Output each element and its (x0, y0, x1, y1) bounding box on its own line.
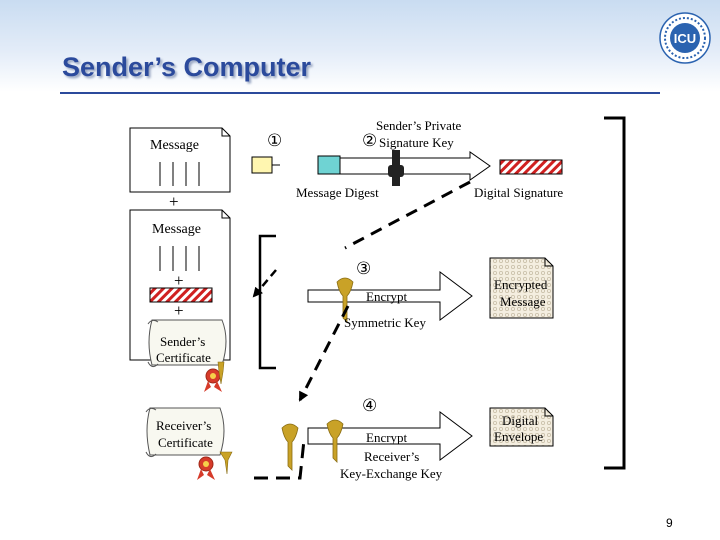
digital-envelope-page (489, 407, 554, 447)
receivers-certificate-label-2: Certificate (158, 435, 213, 450)
right-bracket (604, 116, 626, 470)
dashed-arrow-step4 (298, 305, 350, 402)
plus-sign-1: + (169, 192, 179, 211)
step-1-label: ① (267, 131, 283, 151)
dashed-line-signature (344, 180, 471, 250)
private-key-icon (388, 150, 404, 186)
digital-signature-block (499, 159, 563, 175)
slide-title: Sender’s Computer (62, 52, 312, 82)
arrow-encrypt-1 (307, 271, 473, 321)
logo-text: ICU (674, 31, 696, 46)
symmetric-key-icon-2 (281, 423, 299, 471)
digital-envelope-label-1: Digital (502, 413, 539, 428)
page-number: 9 (666, 516, 673, 530)
senders-certificate-label-2: Certificate (156, 350, 211, 365)
private-key-label-1: Sender’s Private (376, 118, 462, 133)
encrypted-message-page (489, 257, 554, 319)
receivers-key-label-1: Receiver’s (364, 449, 420, 464)
encrypt-label-2: Encrypt (366, 430, 408, 445)
symmetric-key-label: Symmetric Key (344, 315, 426, 330)
private-key-label-2: Signature Key (379, 135, 454, 150)
receivers-key-label-2: Key-Exchange Key (340, 466, 443, 481)
step-3-label: ③ (356, 259, 372, 279)
arrow-encrypt-2 (307, 411, 473, 461)
senders-certificate-scroll (147, 319, 227, 392)
header-band (0, 0, 720, 92)
message-digest-label: Message Digest (296, 185, 379, 200)
arrow-sign (339, 151, 491, 181)
receivers-key-icon (326, 419, 344, 463)
encrypt-label-1: Encrypt (366, 289, 408, 304)
message-label-top: Message (150, 138, 199, 153)
message-page-top (129, 127, 231, 193)
title-rule (60, 92, 660, 94)
message-digest-box (317, 155, 341, 175)
step-2-label: ② (362, 131, 378, 151)
encrypted-message-label-2: Message (500, 294, 546, 309)
signature-block-small (149, 287, 213, 303)
receivers-certificate-label-1: Receiver’s (156, 418, 212, 433)
step-4-label: ④ (362, 396, 378, 416)
dashed-line-receiver (254, 439, 306, 480)
dashed-arrow-combined (252, 269, 277, 298)
icu-logo: ICU (659, 12, 711, 64)
small-message-icon (251, 156, 280, 174)
receivers-certificate-scroll (145, 407, 233, 480)
symmetric-key-icon (336, 277, 354, 323)
digital-signature-label: Digital Signature (474, 185, 564, 200)
digital-envelope-label-2: Envelope (494, 429, 544, 444)
left-bracket (258, 234, 276, 370)
encrypted-message-label-1: Encrypted (494, 277, 548, 292)
plus-sign-2: + (174, 271, 184, 290)
senders-certificate-label-1: Sender’s (160, 334, 206, 349)
plus-sign-3: + (174, 301, 184, 320)
message-label-middle: Message (152, 222, 201, 237)
